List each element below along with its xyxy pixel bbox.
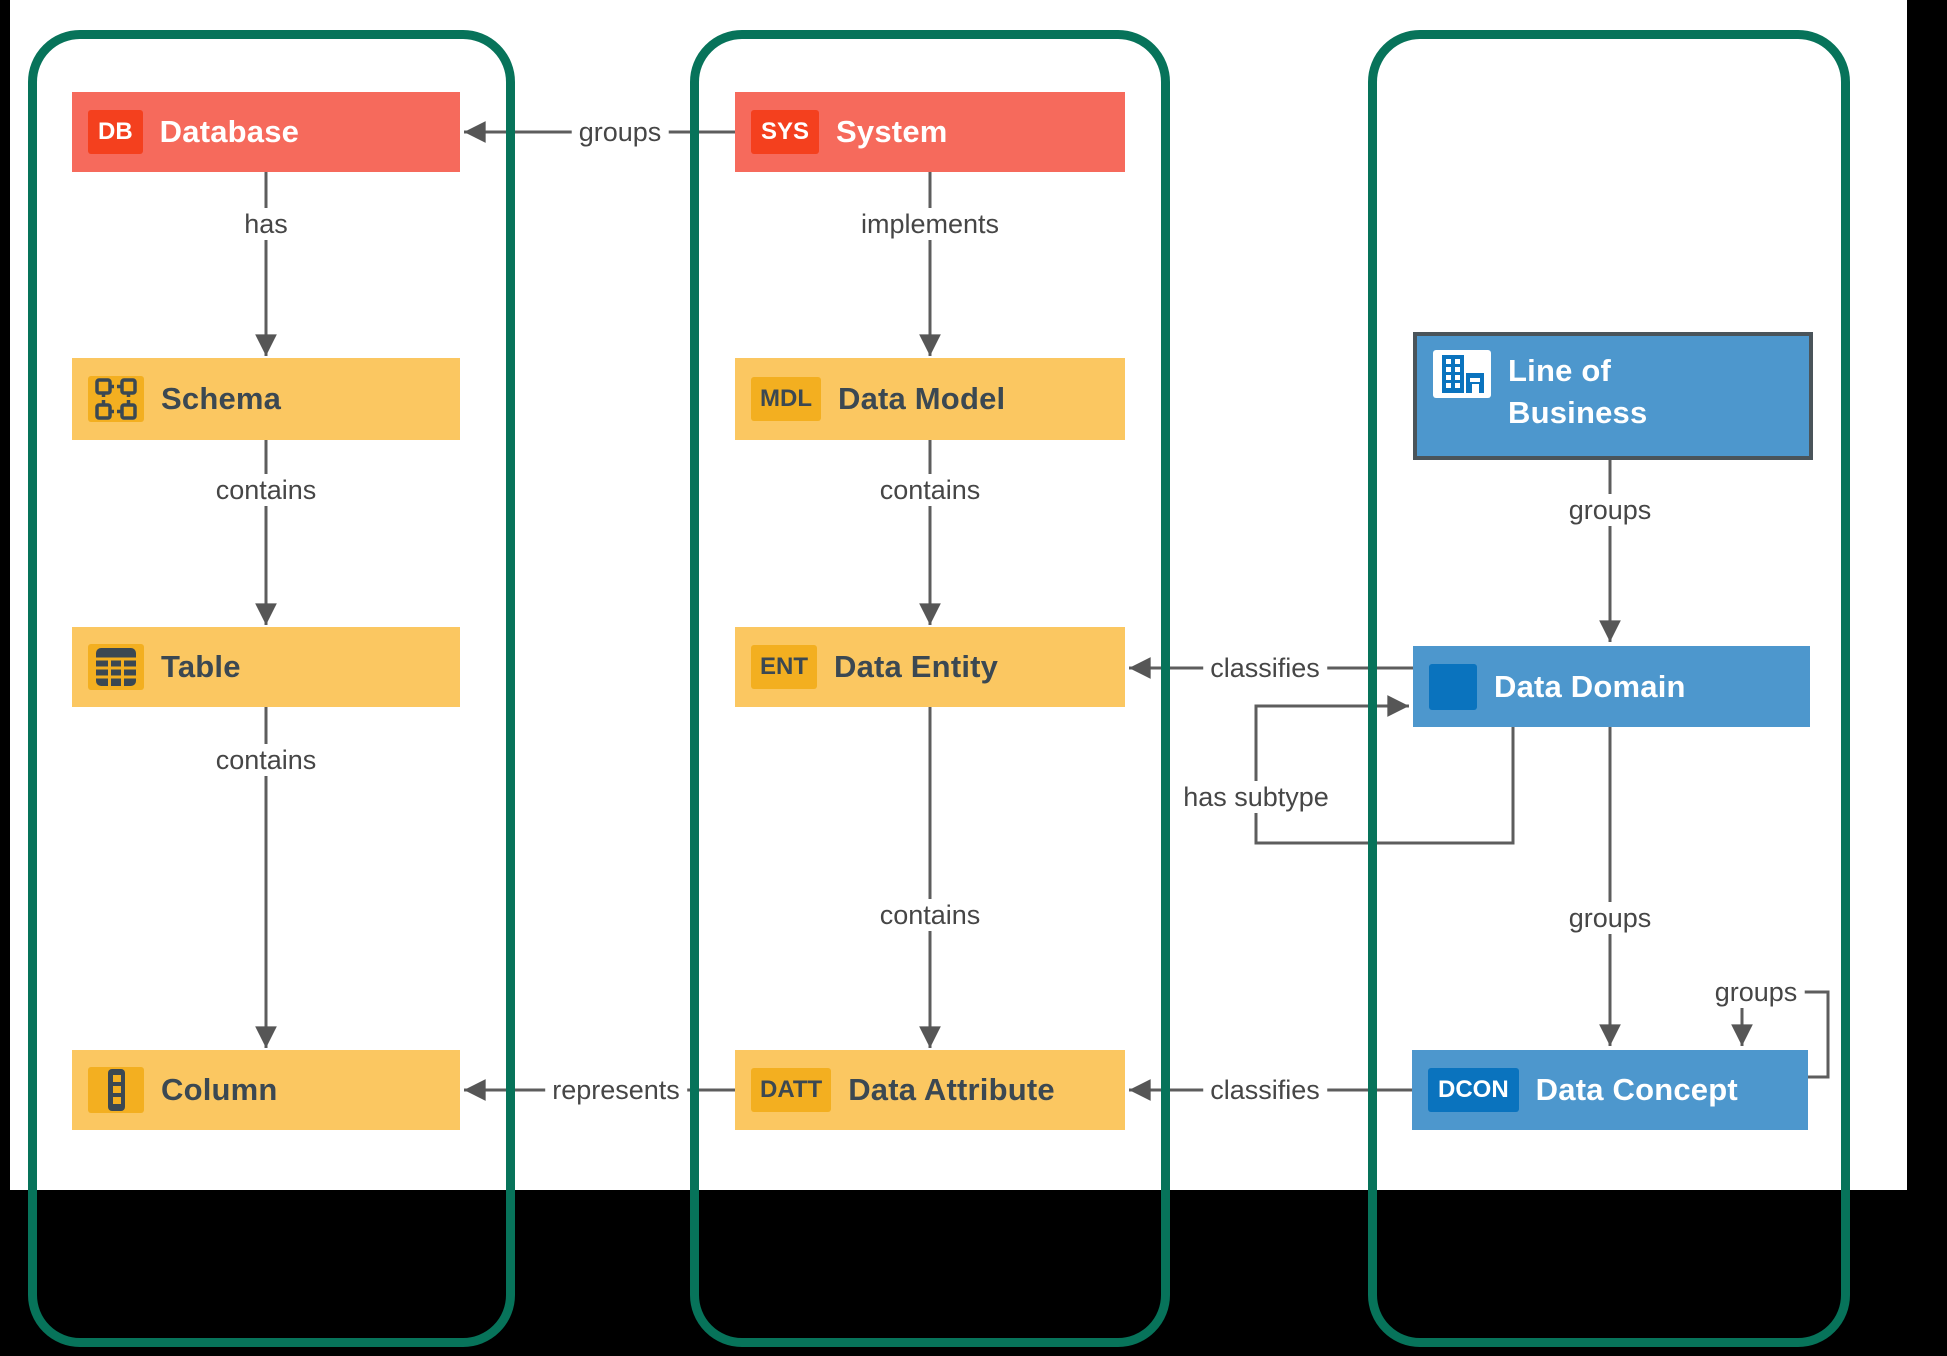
edge-label-groups-4[interactable]: groups [1707,976,1805,1008]
schema-icon [88,376,144,422]
database-badge: DB [88,110,143,154]
data-concept-badge: DCON [1428,1068,1519,1112]
data-model-badge: MDL [751,377,821,421]
edge-label-implements[interactable]: implements [853,208,1007,240]
diagram-surface [10,0,1907,1190]
line-of-business-label: Line of Business [1508,353,1648,430]
buildings-icon [1433,350,1491,398]
node-data-attribute[interactable]: DATT Data Attribute [735,1050,1125,1130]
node-column[interactable]: Column [72,1050,460,1130]
node-system[interactable]: SYS System [735,92,1125,172]
system-badge: SYS [751,110,820,154]
node-data-entity[interactable]: ENT Data Entity [735,627,1125,707]
edge-label-contains-3[interactable]: contains [872,474,988,506]
lane-business[interactable] [1368,30,1850,1347]
edge-label-contains-2[interactable]: contains [208,744,324,776]
data-attribute-label: Data Attribute [848,1072,1055,1107]
edge-concept-groups-self-loop[interactable] [1731,990,1830,1079]
data-attribute-badge: DATT [751,1068,832,1112]
node-data-concept[interactable]: DCON Data Concept [1412,1050,1808,1130]
column-label: Column [161,1072,278,1107]
node-data-model[interactable]: MDL Data Model [735,358,1125,440]
edge-label-classifies-2[interactable]: classifies [1203,1074,1327,1106]
node-schema[interactable]: Schema [72,358,460,440]
edge-label-contains-1[interactable]: contains [208,474,324,506]
table-icon [88,644,144,690]
node-table[interactable]: Table [72,627,460,707]
node-data-domain[interactable]: Data Domain [1413,646,1810,727]
edge-label-groups-2[interactable]: groups [1561,494,1659,526]
data-domain-label: Data Domain [1494,668,1686,704]
edge-label-groups-3[interactable]: groups [1561,902,1659,934]
edge-label-represents[interactable]: represents [545,1074,687,1106]
schema-label: Schema [161,381,282,416]
data-domain-badge [1429,663,1477,710]
edge-label-classifies-1[interactable]: classifies [1203,652,1327,684]
database-label: Database [159,114,300,149]
node-line-of-business[interactable]: Line of Business [1413,332,1813,460]
lane-logical[interactable] [690,30,1170,1347]
column-icon [88,1067,144,1113]
edge-label-has-subtype[interactable]: has subtype [1176,781,1336,813]
data-entity-label: Data Entity [834,649,999,684]
data-concept-label: Data Concept [1535,1072,1738,1107]
edge-domain-has-subtype-loop[interactable] [1254,695,1515,845]
data-model-label: Data Model [837,381,1006,416]
system-label: System [836,114,948,149]
edge-label-contains-4[interactable]: contains [872,899,988,931]
edge-label-groups-1[interactable]: groups [571,116,669,148]
edge-label-has[interactable]: has [237,208,295,240]
data-entity-badge: ENT [751,645,817,689]
table-label: Table [161,649,241,684]
node-database[interactable]: DB Database [72,92,460,172]
lane-technology[interactable] [28,30,515,1347]
